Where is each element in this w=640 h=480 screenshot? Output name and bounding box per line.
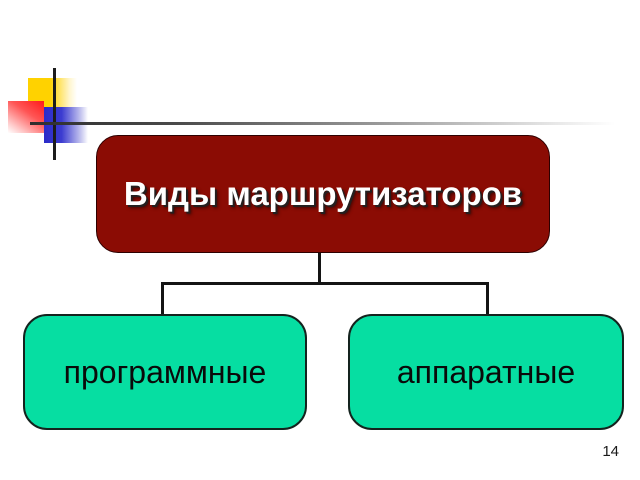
diagram-root-node: Виды маршрутизаторов bbox=[96, 135, 550, 253]
red-square-decoration bbox=[8, 101, 44, 133]
vertical-cross-line bbox=[53, 68, 56, 160]
connector-left-branch bbox=[161, 282, 164, 316]
connector-root-stem bbox=[318, 252, 321, 284]
child-node-hardware-label: аппаратные bbox=[396, 353, 576, 390]
corner-ornament bbox=[0, 0, 640, 170]
blue-square-decoration bbox=[44, 107, 88, 143]
horizontal-rule-line bbox=[30, 122, 615, 125]
slide-page-number: 14 bbox=[602, 443, 619, 460]
diagram-child-node-software: программные bbox=[23, 314, 307, 430]
connector-right-branch bbox=[486, 282, 489, 316]
connector-horizontal bbox=[161, 282, 489, 285]
root-node-label: Виды маршрутизаторов bbox=[123, 175, 523, 212]
child-node-software-label: программные bbox=[63, 353, 267, 390]
diagram-child-node-hardware: аппаратные bbox=[348, 314, 624, 430]
